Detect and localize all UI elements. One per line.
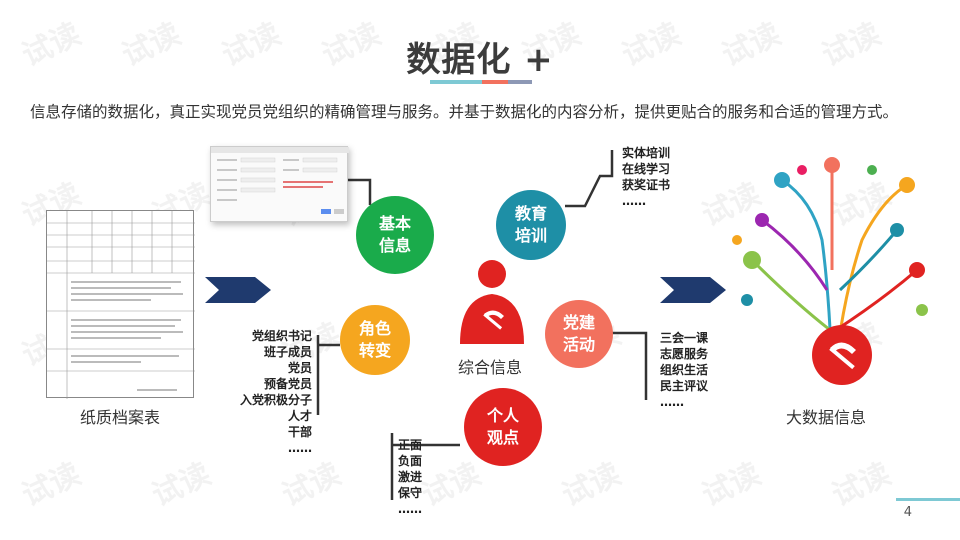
page-title: 数据化 + bbox=[406, 40, 554, 80]
circle-personal-label: 个人观点 bbox=[486, 406, 519, 447]
circle-basic-info: 基本信息 bbox=[356, 196, 434, 274]
list-item: 志愿服务 bbox=[660, 347, 709, 361]
list-item: 干部 bbox=[287, 425, 312, 439]
circle-personal: 个人观点 bbox=[464, 388, 542, 466]
list-item: 负面 bbox=[398, 454, 423, 468]
list-item: …… bbox=[398, 502, 422, 516]
list-item: 党组织书记 bbox=[251, 329, 312, 343]
list-item: 激进 bbox=[398, 470, 423, 484]
form-grid bbox=[47, 211, 195, 399]
list-item: 获奖证书 bbox=[622, 178, 671, 192]
list-item: 党员 bbox=[287, 361, 312, 375]
list-item: …… bbox=[288, 441, 312, 455]
list-education: 实体培训在线学习获奖证书 …… bbox=[622, 145, 670, 209]
list-item: 实体培训 bbox=[622, 146, 671, 160]
circle-education-label: 教育培训 bbox=[514, 204, 547, 245]
system-screenshot bbox=[210, 146, 349, 222]
chevron-right-icon bbox=[205, 277, 271, 303]
circle-party-label: 党建活动 bbox=[562, 313, 595, 354]
circle-role-label: 角色转变 bbox=[358, 319, 391, 360]
circle-role: 角色转变 bbox=[340, 305, 410, 375]
list-item: 组织生活 bbox=[660, 363, 709, 377]
big-data-tree-icon bbox=[732, 157, 928, 385]
screenshot-content bbox=[211, 147, 349, 214]
list-item: …… bbox=[622, 194, 646, 208]
list-item: 人才 bbox=[287, 409, 312, 423]
party-member-figure-icon bbox=[460, 260, 524, 344]
list-item: 入党积极分子 bbox=[239, 393, 312, 407]
title-bar-mid bbox=[482, 80, 508, 84]
footer-bar bbox=[896, 498, 960, 501]
title-bar-left bbox=[430, 80, 482, 84]
paper-archive-form bbox=[46, 210, 195, 399]
list-item: 保守 bbox=[398, 486, 423, 500]
list-item: 三会一课 bbox=[660, 331, 709, 345]
list-item: 班子成员 bbox=[263, 345, 312, 359]
list-party: 三会一课志愿服务组织生活民主评议 …… bbox=[660, 330, 708, 410]
list-item: …… bbox=[660, 395, 684, 409]
circle-basic-label: 基本信息 bbox=[378, 214, 411, 255]
caption-bigdata: 大数据信息 bbox=[785, 408, 866, 427]
circle-education: 教育培训 bbox=[496, 190, 566, 260]
subtitle: 信息存储的数据化，真正实现党员党组织的精确管理与服务。并基于数据化的内容分析，提… bbox=[30, 103, 899, 121]
list-item: 预备党员 bbox=[263, 377, 312, 391]
circle-party: 党建活动 bbox=[545, 300, 613, 368]
list-role: 党组织书记班子成员党员预备党员入党积极分子人才干部 …… bbox=[226, 328, 312, 456]
list-personal: 正面负面激进保守 …… bbox=[398, 437, 422, 517]
caption-paper: 纸质档案表 bbox=[79, 408, 160, 427]
list-item: 在线学习 bbox=[622, 162, 671, 176]
page-number: 4 bbox=[903, 505, 912, 520]
title-bar-right bbox=[508, 80, 532, 84]
list-item: 正面 bbox=[398, 438, 423, 452]
caption-center: 综合信息 bbox=[457, 358, 522, 377]
chevron-right-icon bbox=[660, 277, 726, 303]
list-item: 民主评议 bbox=[660, 379, 709, 393]
